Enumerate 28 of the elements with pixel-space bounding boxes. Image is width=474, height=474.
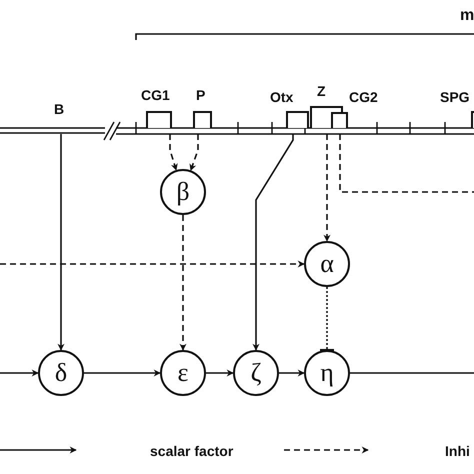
gene-label: Otx	[270, 90, 294, 104]
arrow	[252, 134, 294, 351]
inhibition-line	[318, 287, 336, 352]
legend-text: Inhi	[445, 444, 470, 458]
factor-circle: δ	[38, 350, 84, 396]
arrow	[324, 134, 330, 242]
gene-label: P	[196, 88, 206, 102]
arrow	[84, 370, 161, 376]
arrow	[169, 134, 178, 171]
region-label: m	[460, 8, 474, 24]
arrow	[206, 370, 234, 376]
factor-circle: α	[304, 241, 350, 287]
arrow	[190, 134, 199, 171]
arrow	[58, 134, 64, 351]
gene-label: CG1	[141, 88, 170, 102]
factor-circle: ζ	[233, 350, 279, 396]
gene-label: Z	[317, 84, 326, 98]
legend-text: scalar factor	[150, 444, 234, 458]
factor-circle: η	[304, 350, 350, 396]
factor-circle: β	[160, 169, 206, 215]
gene-label: SPG	[440, 90, 470, 104]
arrow	[279, 370, 305, 376]
arrow	[0, 260, 305, 268]
gene-label: CG2	[349, 90, 378, 104]
arrow	[180, 215, 186, 351]
arrow	[0, 370, 39, 376]
factor-circle: ε	[160, 350, 206, 396]
gene-label: B	[54, 102, 64, 116]
